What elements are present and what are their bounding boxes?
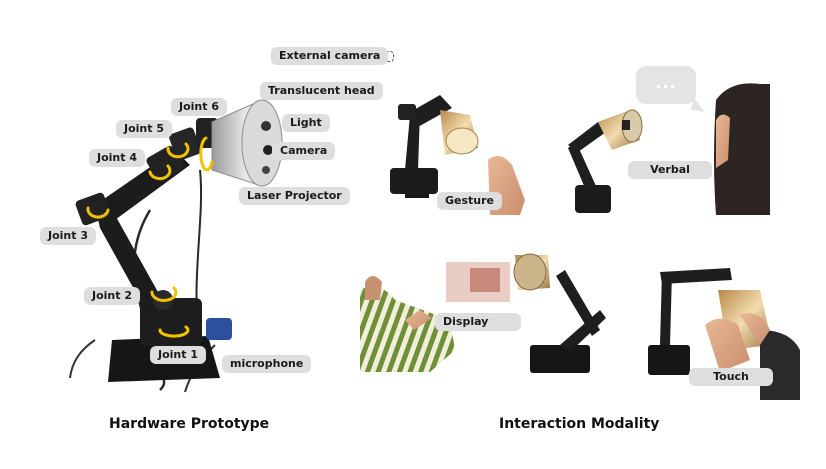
label-joint-3: Joint 3 <box>40 227 96 245</box>
label-gesture: Gesture <box>437 192 503 210</box>
caption-interaction-modality: Interaction Modality <box>499 416 660 432</box>
display-photo <box>360 253 606 373</box>
label-microphone: microphone <box>222 355 312 373</box>
caption-hardware-prototype: Hardware Prototype <box>109 416 270 432</box>
label-joint-5: Joint 5 <box>116 120 172 138</box>
label-touch: Touch <box>689 368 773 386</box>
label-joint-4: Joint 4 <box>89 149 145 167</box>
rotation-arrow-icon <box>86 136 214 338</box>
label-joint-2: Joint 2 <box>84 287 140 305</box>
verbal-photo <box>568 83 770 215</box>
label-light: Light <box>282 114 330 132</box>
label-display: Display <box>435 313 521 331</box>
label-joint-6: Joint 6 <box>171 98 227 116</box>
label-external-camera: External camera <box>271 47 389 65</box>
label-laser-projector: Laser Projector <box>239 187 350 205</box>
touch-photo <box>648 268 800 400</box>
hardware-robot-lamp <box>69 99 283 393</box>
label-joint-1: Joint 1 <box>150 346 206 364</box>
label-camera: Camera <box>272 142 336 160</box>
speech-bubble-icon: ... <box>636 66 696 104</box>
label-translucent-head: Translucent head <box>260 82 383 100</box>
label-verbal: Verbal <box>628 161 712 179</box>
